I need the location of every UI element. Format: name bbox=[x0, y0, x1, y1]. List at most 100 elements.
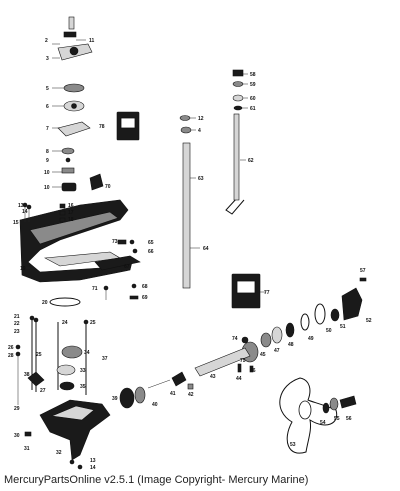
part-55[interactable] bbox=[329, 397, 339, 411]
part-66[interactable] bbox=[132, 248, 138, 254]
part-57[interactable] bbox=[359, 277, 367, 282]
part-33[interactable] bbox=[56, 364, 76, 376]
water-pump-stack bbox=[57, 16, 192, 192]
part-69[interactable] bbox=[129, 295, 139, 300]
part-60[interactable] bbox=[232, 94, 244, 102]
drive-shafts bbox=[182, 69, 245, 289]
part-18[interactable] bbox=[59, 217, 66, 223]
part-58[interactable] bbox=[232, 69, 244, 77]
part-2[interactable] bbox=[63, 31, 77, 38]
callout-71: 71 bbox=[92, 286, 98, 292]
part-47[interactable] bbox=[271, 326, 283, 344]
part-59[interactable] bbox=[232, 81, 244, 87]
part-43[interactable] bbox=[194, 347, 251, 377]
callout-2: 2 bbox=[45, 38, 48, 44]
part-5[interactable] bbox=[63, 83, 85, 93]
part-8[interactable] bbox=[61, 147, 75, 155]
part-1[interactable] bbox=[68, 16, 75, 30]
part-14[interactable] bbox=[26, 204, 32, 210]
callout-53: 53 bbox=[290, 442, 296, 448]
part-9[interactable] bbox=[65, 157, 71, 163]
callout-25: 25 bbox=[90, 320, 96, 326]
callout-44: 44 bbox=[236, 376, 242, 382]
gear-kit-78-label-plate bbox=[120, 117, 136, 129]
part-56[interactable] bbox=[339, 395, 357, 409]
part-54[interactable] bbox=[322, 402, 330, 414]
part-11[interactable] bbox=[61, 182, 77, 192]
part-44[interactable] bbox=[237, 363, 242, 373]
callout-61: 61 bbox=[250, 106, 256, 112]
callout-10b: 10 bbox=[44, 185, 50, 191]
callout-5: 5 bbox=[46, 86, 49, 92]
gear-kit-77[interactable] bbox=[231, 273, 261, 309]
callout-69: 69 bbox=[142, 295, 148, 301]
callout-6: 6 bbox=[46, 104, 49, 110]
part-74[interactable] bbox=[241, 336, 249, 344]
part-42[interactable] bbox=[187, 383, 194, 390]
part-12[interactable] bbox=[179, 115, 191, 121]
callout-46: 46 bbox=[250, 368, 256, 374]
part-6-hub bbox=[71, 103, 77, 109]
part-41[interactable] bbox=[171, 371, 187, 387]
part-4[interactable] bbox=[180, 126, 192, 134]
callout-56: 56 bbox=[346, 416, 352, 422]
part-20[interactable] bbox=[49, 297, 81, 307]
gear-kit-78[interactable] bbox=[116, 111, 140, 141]
part-46[interactable] bbox=[249, 365, 254, 373]
part-52[interactable] bbox=[341, 287, 363, 321]
callout-41: 41 bbox=[170, 391, 176, 397]
part-67[interactable] bbox=[94, 255, 141, 271]
part-51[interactable] bbox=[330, 308, 340, 322]
callout-27: 27 bbox=[40, 388, 46, 394]
callout-18: 18 bbox=[68, 217, 74, 223]
part-7[interactable] bbox=[57, 121, 91, 137]
callout-34: 34 bbox=[84, 350, 90, 356]
part-71[interactable] bbox=[103, 285, 109, 291]
copyright-caption: MercuryPartsOnline v2.5.1 (Image Copyrig… bbox=[4, 474, 309, 486]
callout-58: 58 bbox=[250, 72, 256, 78]
part-39[interactable] bbox=[119, 387, 135, 409]
part-17[interactable] bbox=[59, 210, 66, 216]
callout-14b: 14 bbox=[90, 465, 96, 471]
part-49[interactable] bbox=[300, 313, 310, 331]
part-65[interactable] bbox=[129, 239, 135, 245]
part-27[interactable] bbox=[27, 371, 45, 387]
part-40[interactable] bbox=[134, 386, 146, 404]
part-45[interactable] bbox=[260, 332, 272, 348]
part-13[interactable] bbox=[22, 202, 28, 208]
propeller-assembly[interactable] bbox=[279, 377, 357, 454]
callout-17: 17 bbox=[68, 210, 74, 216]
part-48[interactable] bbox=[285, 322, 295, 338]
callout-47: 47 bbox=[274, 348, 280, 354]
callout-22: 22 bbox=[14, 321, 20, 327]
part-34[interactable] bbox=[61, 345, 83, 359]
part-16[interactable] bbox=[59, 203, 66, 209]
part-61[interactable] bbox=[233, 105, 243, 111]
callout-50: 50 bbox=[326, 328, 332, 334]
callout-37: 37 bbox=[102, 356, 108, 362]
part-50[interactable] bbox=[314, 303, 326, 325]
callout-68: 68 bbox=[142, 284, 148, 290]
part-10[interactable] bbox=[61, 167, 75, 174]
callout-59: 59 bbox=[250, 82, 256, 88]
callout-24: 24 bbox=[62, 320, 68, 326]
callout-52: 52 bbox=[366, 318, 372, 324]
callout-62: 62 bbox=[248, 158, 254, 164]
callout-31: 31 bbox=[24, 446, 30, 452]
part-73[interactable] bbox=[117, 239, 127, 245]
callout-54: 54 bbox=[320, 420, 326, 426]
gear-kit-77-label-plate bbox=[236, 280, 256, 294]
gear-housing-upper[interactable] bbox=[19, 199, 141, 283]
part-35[interactable] bbox=[59, 381, 75, 391]
part-70[interactable] bbox=[89, 173, 104, 191]
part-32[interactable] bbox=[24, 431, 32, 437]
housing-screws bbox=[22, 202, 139, 300]
driveshaft-63[interactable] bbox=[182, 142, 191, 289]
part-26[interactable] bbox=[15, 344, 21, 350]
callout-38: 38 bbox=[24, 372, 30, 378]
callout-60: 60 bbox=[250, 96, 256, 102]
callout-8: 8 bbox=[46, 149, 49, 155]
callout-42: 42 bbox=[188, 392, 194, 398]
part-68[interactable] bbox=[131, 283, 137, 289]
callout-12: 12 bbox=[198, 116, 204, 122]
